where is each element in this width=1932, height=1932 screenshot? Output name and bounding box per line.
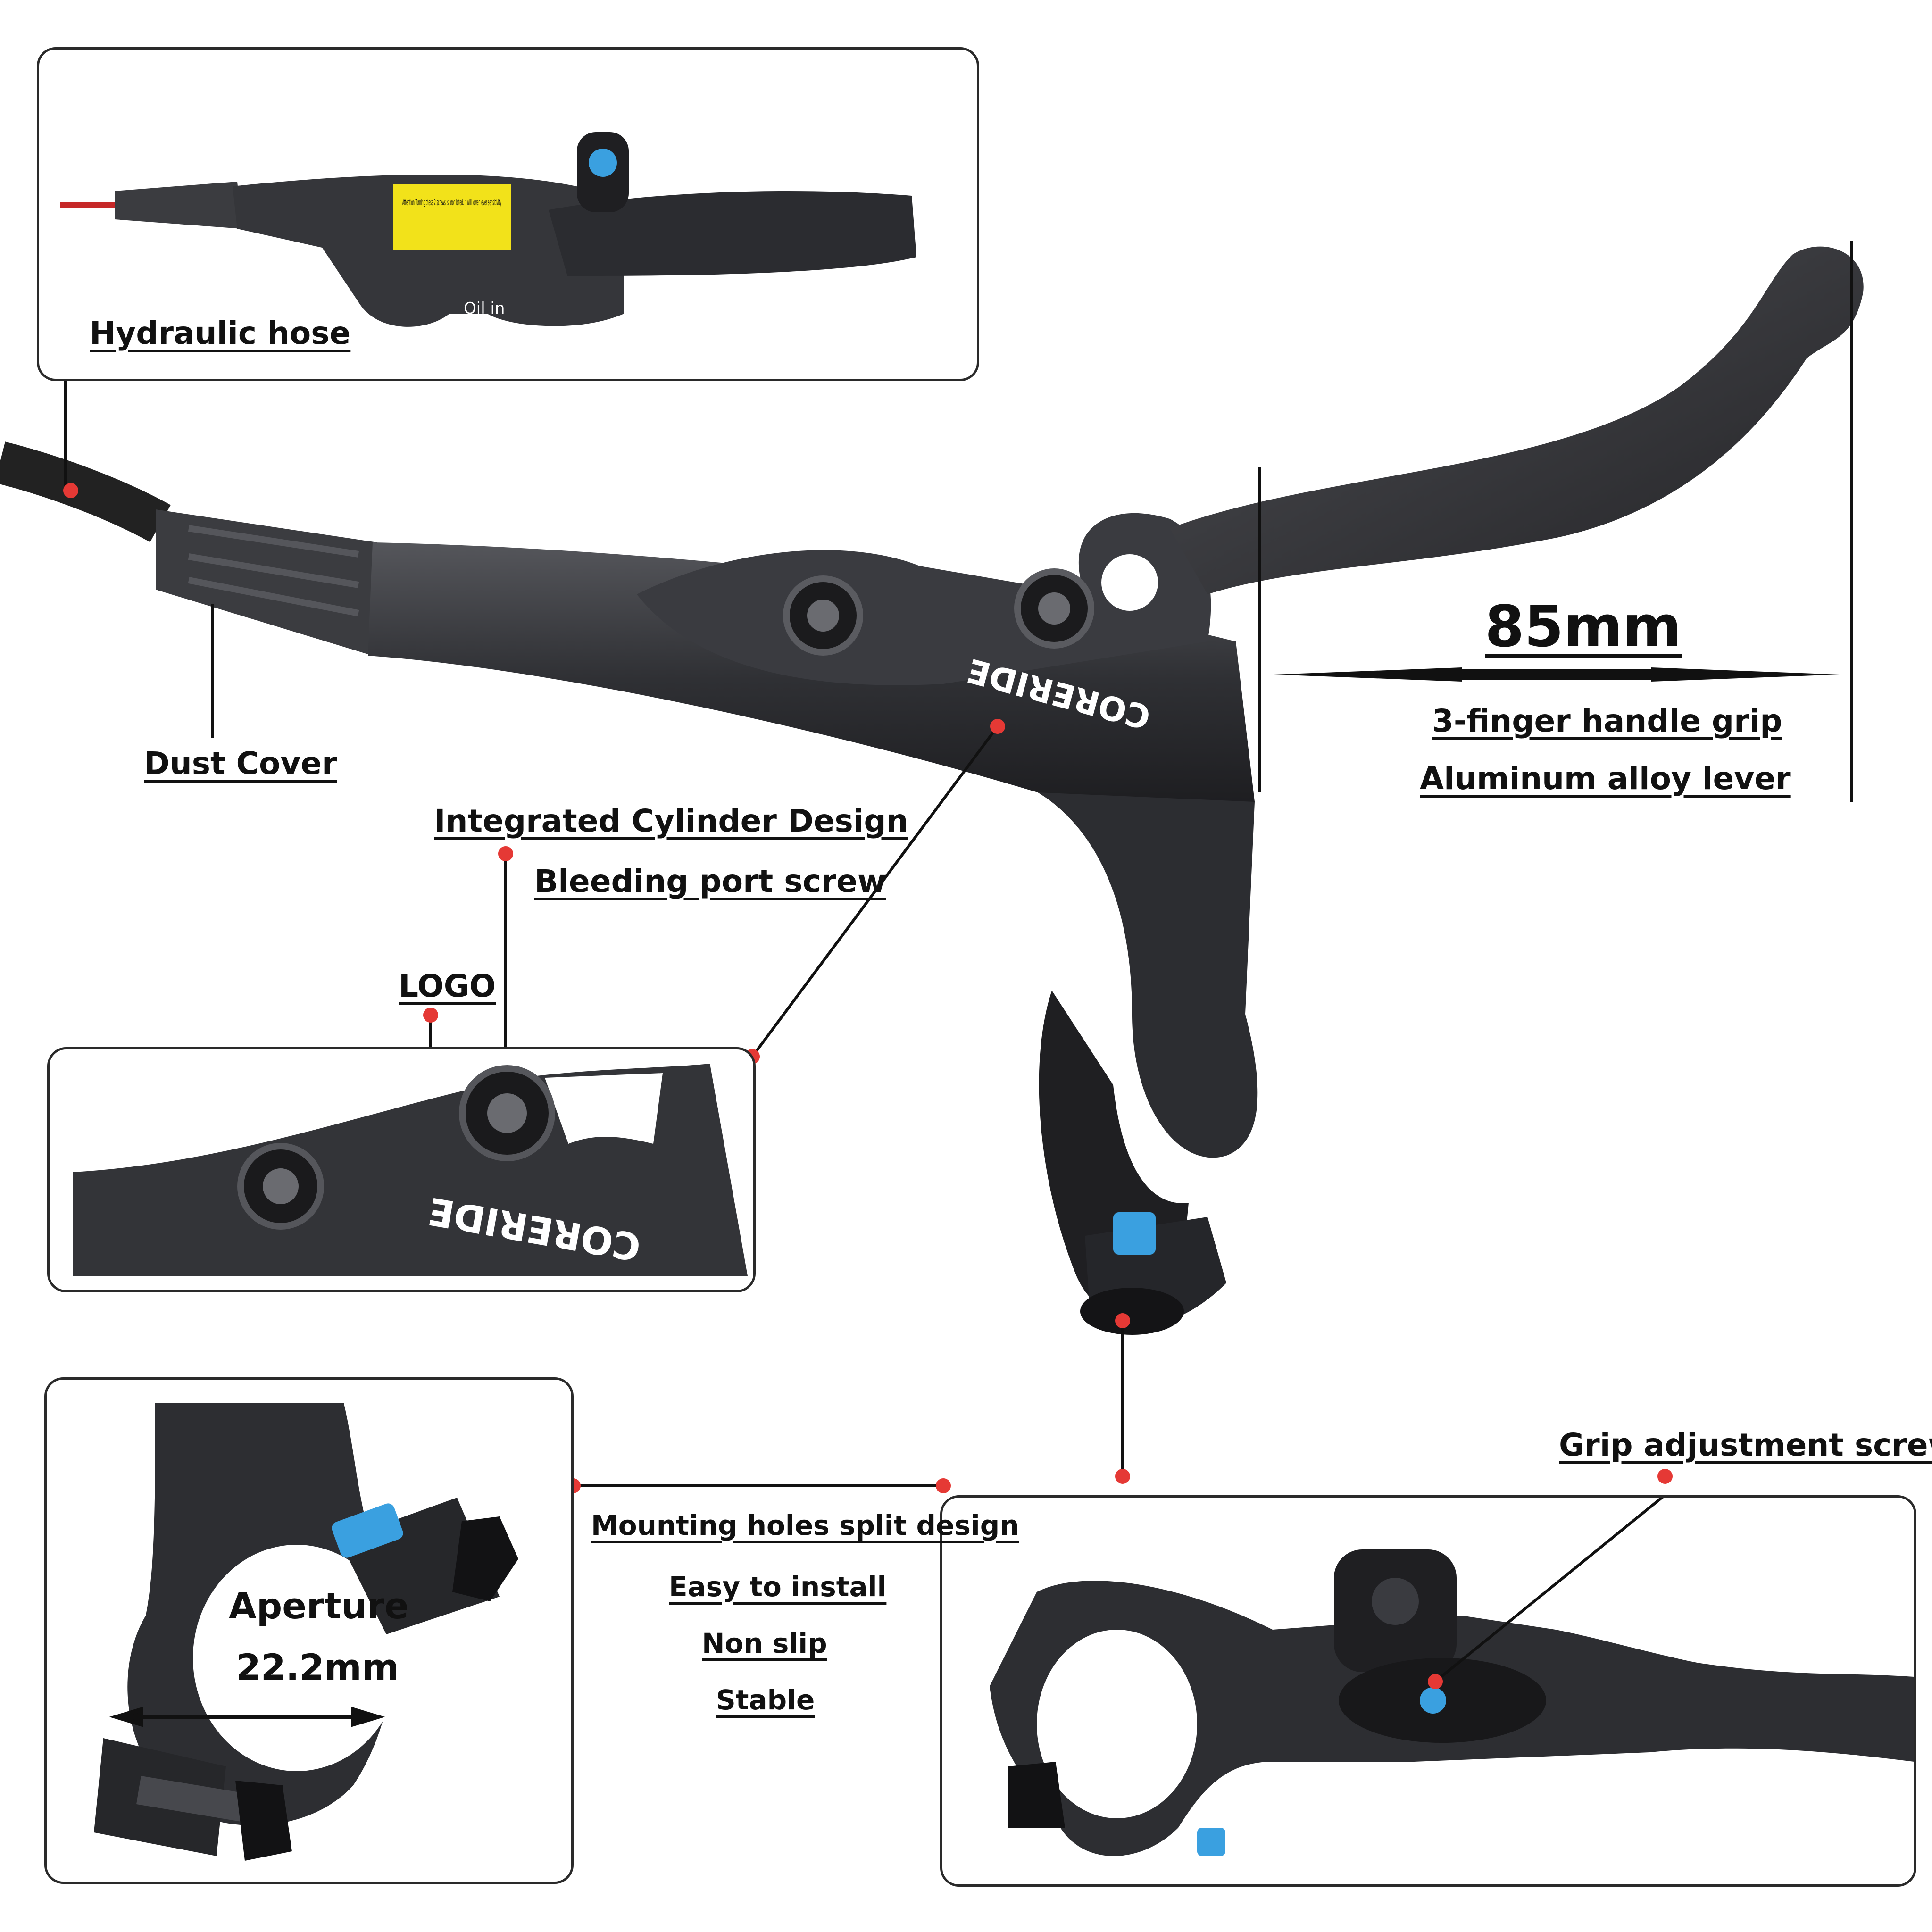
label-aperture-size: 22.2mm [236, 1646, 399, 1688]
cylinder-closeup: CORERIDE [73, 1064, 748, 1276]
label-grip: 3-finger handle grip [1432, 703, 1782, 739]
hydraulic-hose [0, 441, 171, 542]
label-stable: Stable [716, 1684, 815, 1716]
clamp-closeup [94, 1403, 518, 1861]
lever-top-view: Attention Turning these 2 screws is proh… [60, 132, 916, 327]
label-hydraulic-hose: Hydraulic hose [90, 315, 351, 351]
mounting-arm [1038, 792, 1258, 1158]
label-logo: LOGO [399, 968, 496, 1004]
label-grip-screws: Grip adjustment screws [1559, 1427, 1932, 1463]
grip-leader [1428, 1498, 1665, 1689]
clamp-screw-thread [1113, 1212, 1156, 1255]
panel-hydraulic-hose: Attention Turning these 2 screws is proh… [37, 47, 979, 381]
blue-thread-screw [332, 1503, 403, 1558]
label-dust-cover: Dust Cover [144, 745, 337, 782]
label-mounting: Mounting holes split design [591, 1509, 1019, 1541]
grip-screw-closeup [990, 1549, 1914, 1856]
pivot-hole [1101, 554, 1158, 611]
label-easy: Easy to install [669, 1571, 887, 1603]
label-bleeding-port: Bleeding port screw [534, 863, 886, 899]
label-non-slip: Non slip [702, 1627, 827, 1659]
sticker-text: Attention Turning these 2 screws is proh… [402, 198, 501, 208]
oil-in-marking: Oil in [464, 299, 505, 318]
panel-logo-detail: CORERIDE [47, 1047, 756, 1292]
label-dimension: 85mm [1485, 594, 1682, 660]
label-aperture: Aperture [229, 1585, 409, 1627]
panel-grip-adjustment [940, 1495, 1916, 1887]
label-integrated-cylinder: Integrated Cylinder Design [434, 803, 908, 839]
warning-sticker [393, 184, 511, 250]
aluminum-lever-blade [1170, 246, 1864, 594]
dimension-arrow [1274, 667, 1840, 682]
panel-aperture [44, 1377, 574, 1884]
clamp-ring [1037, 1630, 1197, 1818]
label-lever: Aluminum alloy lever [1420, 760, 1791, 797]
